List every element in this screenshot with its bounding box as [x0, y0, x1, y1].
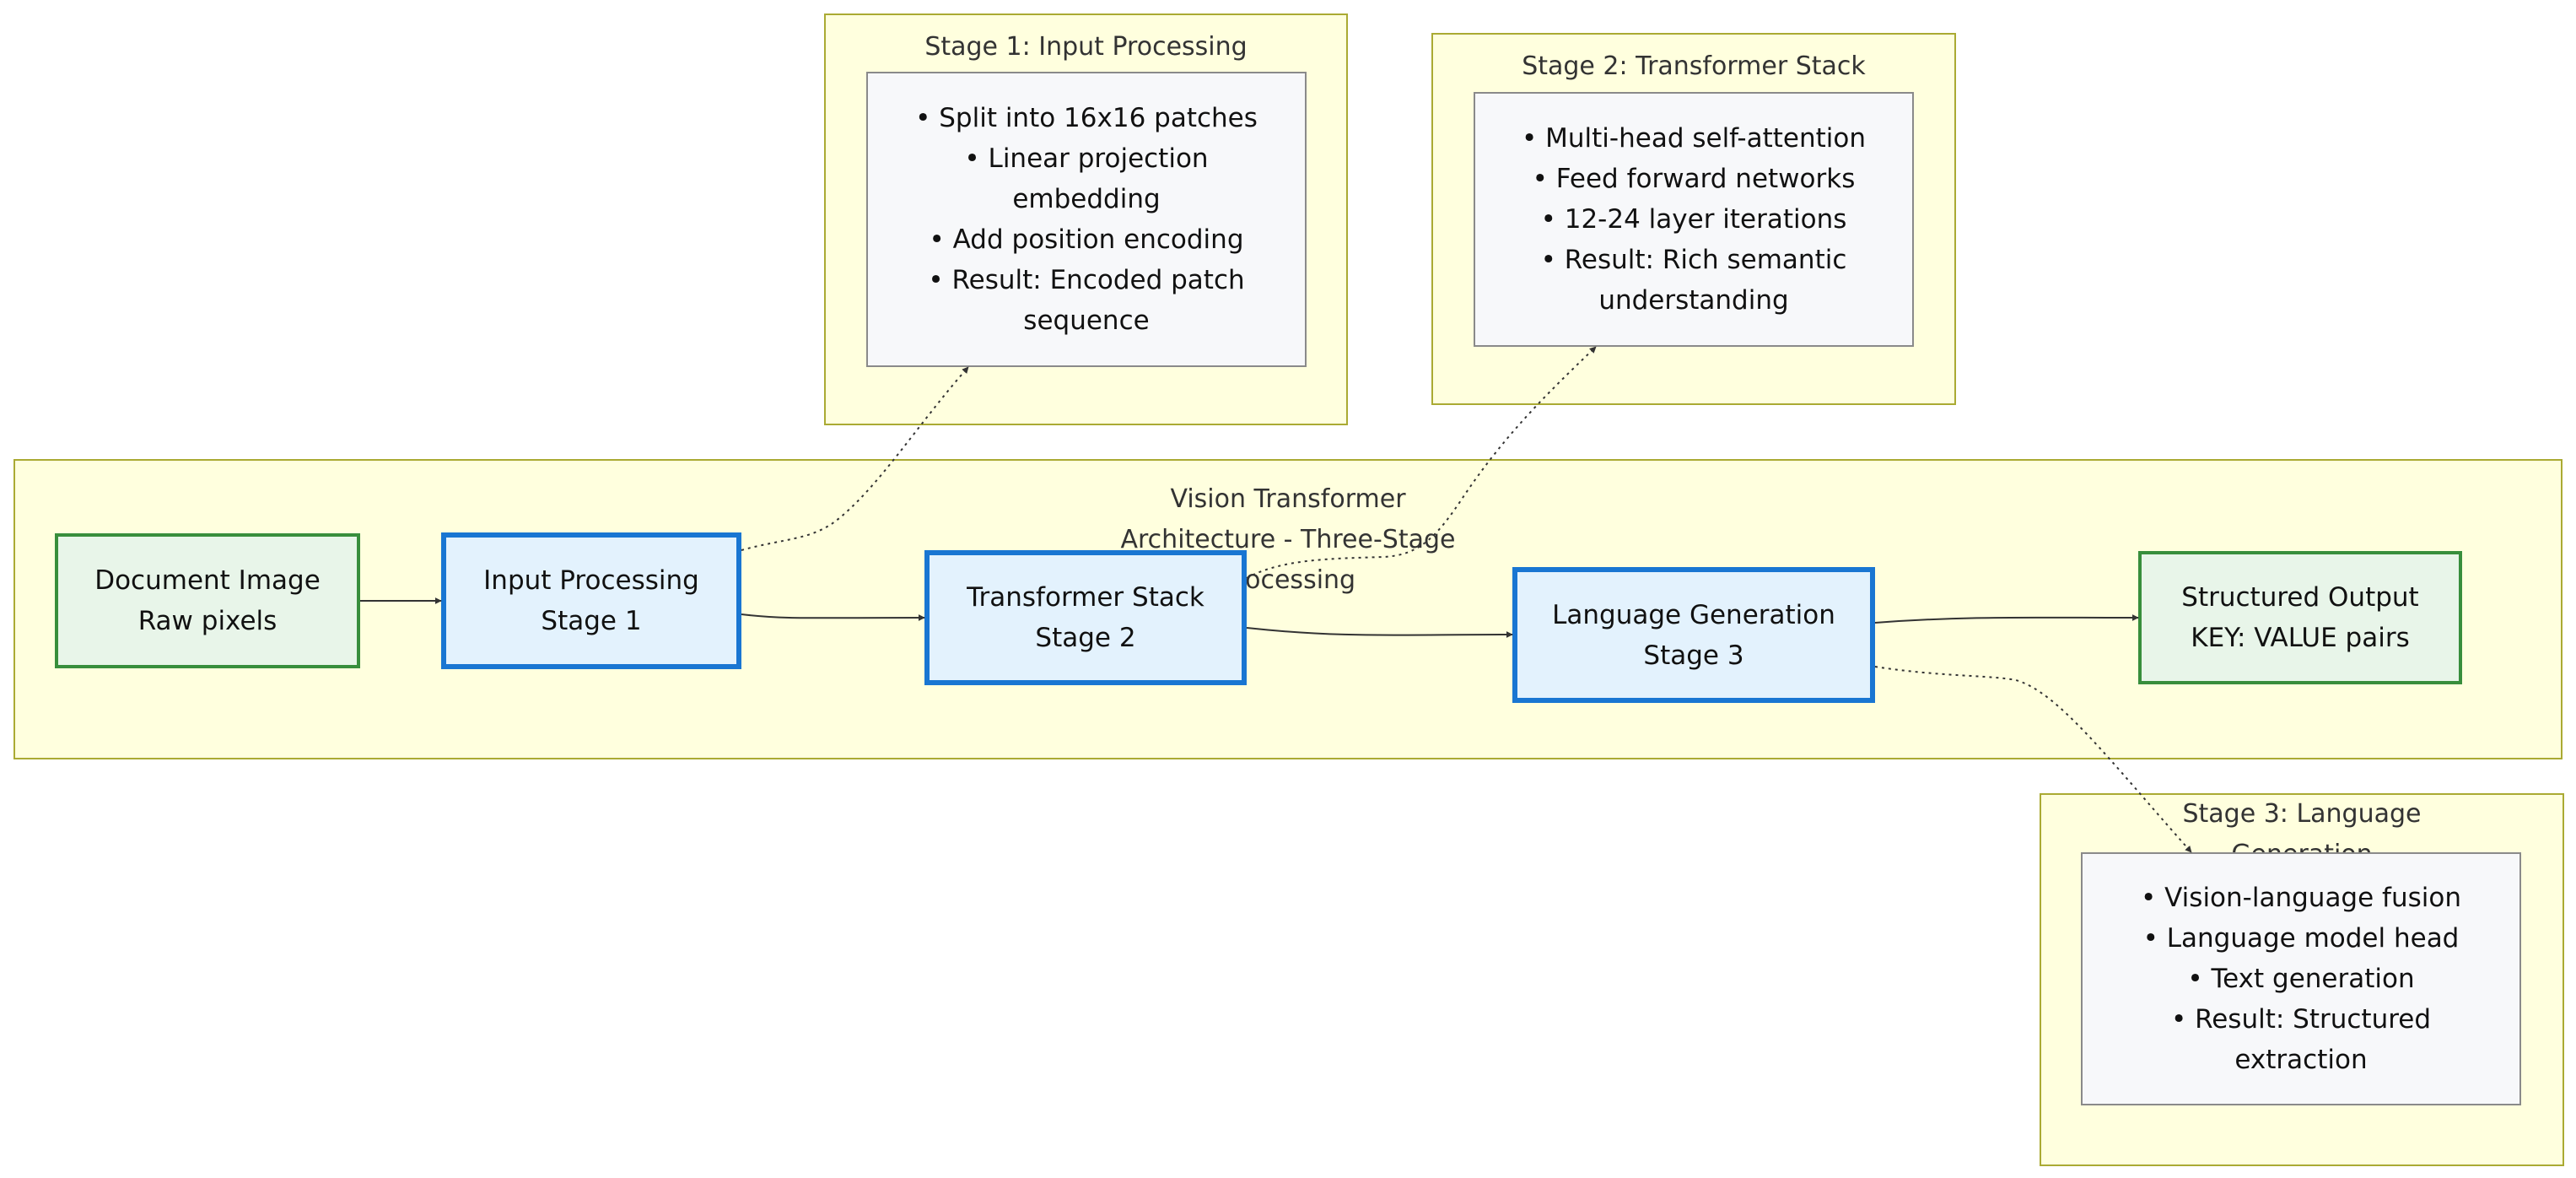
stage1-detail-line: sequence: [1023, 305, 1150, 336]
node-stage2-details[interactable]: • Multi-head self-attention • Feed forwa…: [1474, 92, 1914, 347]
cluster-stage1-title: Stage 1: Input Processing: [826, 27, 1346, 68]
cluster-main-title-line: Architecture - Three-Stage: [1120, 525, 1456, 554]
stage1-detail-line: • Result: Encoded patch: [928, 265, 1245, 295]
node-structured-output-line: Structured Output: [2181, 582, 2419, 613]
node-transformer-stack-line: Stage 2: [1035, 623, 1136, 653]
stage2-detail-line: • Multi-head self-attention: [1522, 123, 1866, 154]
node-structured-output-line: KEY: VALUE pairs: [2191, 623, 2410, 653]
node-language-generation-line: Language Generation: [1552, 599, 1835, 630]
node-language-generation-line: Stage 3: [1643, 640, 1744, 671]
stage2-detail-line: • Feed forward networks: [1532, 164, 1856, 194]
edge-language-to-output: [1874, 613, 2139, 624]
stage3-detail-line: • Text generation: [2187, 964, 2415, 994]
stage2-detail-line: • Result: Rich semantic: [1540, 245, 1847, 275]
cluster-stage1-title-line: Stage 1: Input Processing: [924, 32, 1248, 62]
node-language-generation[interactable]: Language Generation Stage 3: [1512, 567, 1875, 703]
edge-input-to-stage1-details: [741, 366, 969, 551]
edge-language-to-stage3-details: [1874, 666, 2192, 853]
node-stage3-details[interactable]: • Vision-language fusion • Language mode…: [2081, 852, 2521, 1105]
stage1-detail-line: • Split into 16x16 patches: [915, 103, 1258, 133]
stage1-detail-line: embedding: [1012, 184, 1161, 214]
edge-transformer-to-language: [1246, 627, 1513, 639]
node-transformer-stack[interactable]: Transformer Stack Stage 2: [924, 550, 1247, 685]
node-input-processing-line: Input Processing: [483, 565, 699, 596]
cluster-stage2-title: Stage 2: Transformer Stack: [1433, 46, 1954, 87]
stage3-detail-line: • Language model head: [2142, 923, 2460, 954]
node-document-image-line: Document Image: [94, 565, 321, 596]
stage3-detail-line: extraction: [2234, 1045, 2368, 1075]
cluster-main-title-line: Vision Transformer: [1170, 484, 1406, 514]
node-stage1-details[interactable]: • Split into 16x16 patches • Linear proj…: [866, 72, 1307, 367]
edge-transformer-to-stage2-details: [1246, 346, 1597, 579]
cluster-main-architecture: Vision Transformer Architecture - Three-…: [13, 459, 2563, 759]
stage2-detail-line: understanding: [1598, 285, 1789, 316]
stage1-detail-line: • Add position encoding: [929, 224, 1244, 255]
edge-input-to-transformer: [741, 613, 925, 622]
node-document-image[interactable]: Document Image Raw pixels: [55, 533, 360, 668]
cluster-stage2-title-line: Stage 2: Transformer Stack: [1522, 51, 1866, 81]
node-input-processing-line: Stage 1: [541, 606, 642, 636]
cluster-stage3-title-line: Stage 3: Language: [2182, 799, 2422, 829]
stage3-detail-line: • Vision-language fusion: [2141, 883, 2461, 913]
node-structured-output[interactable]: Structured Output KEY: VALUE pairs: [2138, 551, 2462, 684]
node-transformer-stack-line: Transformer Stack: [967, 582, 1204, 613]
stage1-detail-line: • Linear projection: [964, 143, 1209, 174]
node-document-image-line: Raw pixels: [137, 606, 278, 636]
stage3-detail-line: • Result: Structured: [2170, 1004, 2432, 1035]
stage2-detail-line: • 12-24 layer iterations: [1540, 204, 1847, 235]
node-input-processing[interactable]: Input Processing Stage 1: [441, 532, 741, 669]
